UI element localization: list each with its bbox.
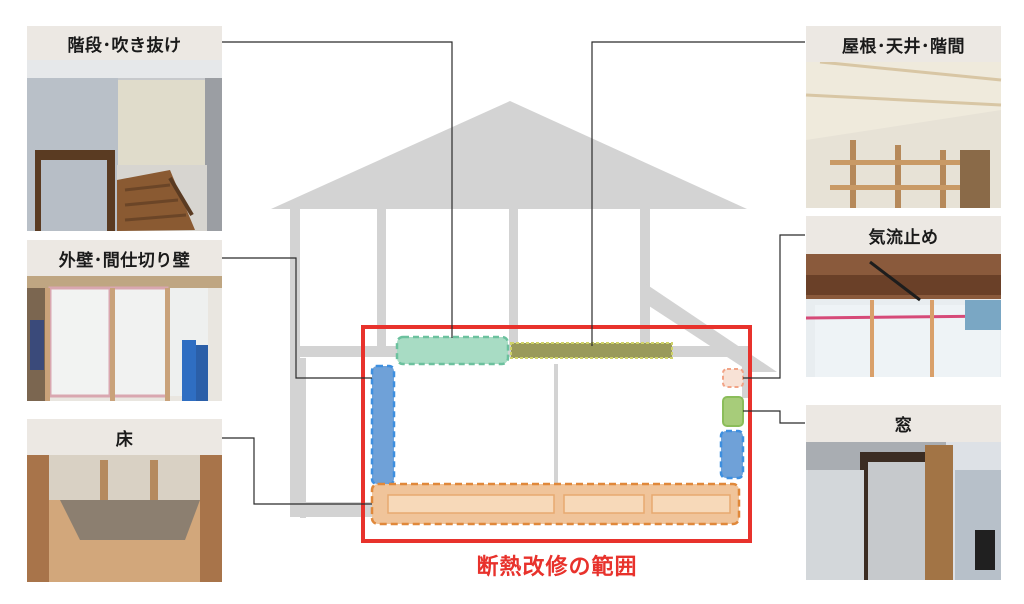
photo-airflow <box>805 254 1002 377</box>
left-outer-wall <box>290 209 300 517</box>
house-silhouette <box>271 101 777 518</box>
label-exterior-wall: 外壁･間仕切り壁 <box>27 240 222 276</box>
leader-window <box>743 410 805 424</box>
roof-shape <box>271 101 747 209</box>
label-airflow-text: 気流止め <box>868 227 939 248</box>
lower-left-stud <box>300 358 306 518</box>
floor-insulation-panels <box>387 494 731 514</box>
label-roof: 屋根･天井･階間 <box>806 26 1001 62</box>
center-partition <box>554 364 558 484</box>
label-floor: 床 <box>27 419 222 455</box>
label-stairs-text: 階段･吹き抜け <box>67 35 182 56</box>
wall-insulation-left <box>370 364 396 486</box>
floor-insulation-zone <box>370 482 741 526</box>
leader-lines <box>222 41 805 505</box>
upper-stud-1 <box>377 209 386 357</box>
leader-roof <box>591 41 805 346</box>
ground-band-1 <box>290 502 380 510</box>
window-insulation-zone <box>722 396 744 427</box>
ground-band-2 <box>290 510 380 517</box>
photo-exterior-wall <box>27 276 222 401</box>
airflow-stop-zone <box>722 368 744 388</box>
label-airflow: 気流止め <box>806 216 1001 254</box>
label-window: 窓 <box>806 405 1001 442</box>
upper-right-wall <box>640 209 650 357</box>
insulation-range-frame <box>361 325 752 543</box>
ceiling-insulation-zone <box>395 335 510 366</box>
leader-wall <box>222 257 372 379</box>
photo-stairs <box>27 60 222 231</box>
leader-stairs <box>222 41 453 338</box>
leader-airflow <box>743 234 805 379</box>
label-stairs: 階段･吹き抜け <box>27 26 222 60</box>
label-floor-text: 床 <box>115 429 134 450</box>
label-exterior-wall-text: 外壁･間仕切り壁 <box>58 250 191 271</box>
photo-floor <box>27 455 222 582</box>
leader-floor <box>222 437 372 505</box>
photo-window <box>806 442 1001 580</box>
label-window-text: 窓 <box>894 416 913 436</box>
label-roof-text: 屋根･天井･階間 <box>842 36 965 57</box>
upper-stud-2 <box>509 209 518 357</box>
photo-roof <box>805 60 1002 208</box>
insulation-range-caption: 断熱改修の範囲 <box>476 555 638 580</box>
wall-insulation-right <box>719 429 745 480</box>
